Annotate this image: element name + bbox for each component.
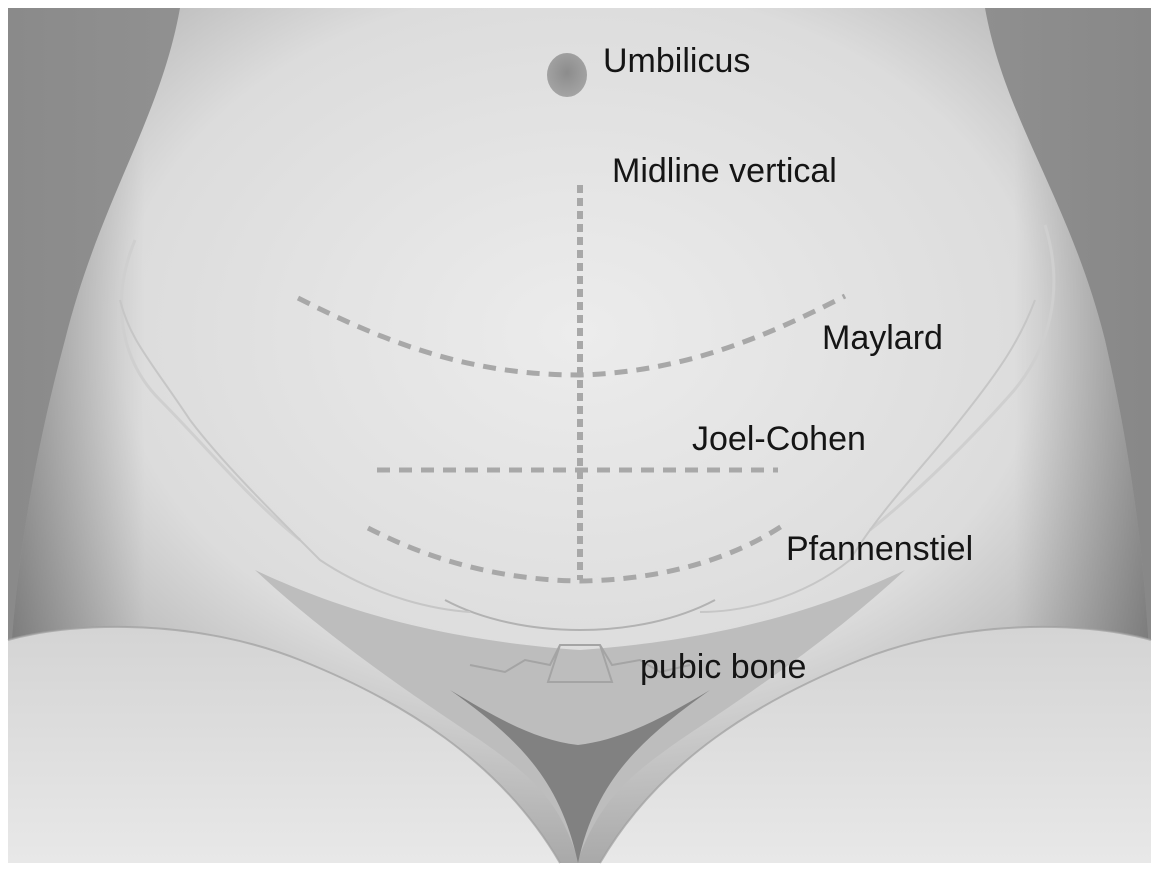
umbilicus-label: Umbilicus — [603, 44, 750, 78]
maylard-label: Maylard — [822, 321, 943, 355]
umbilicus — [547, 53, 587, 97]
midline-vertical-label: Midline vertical — [612, 154, 837, 188]
pubic-bone-label: pubic bone — [640, 650, 806, 684]
joel-cohen-label: Joel-Cohen — [692, 422, 866, 456]
pfannenstiel-label: Pfannenstiel — [786, 532, 973, 566]
